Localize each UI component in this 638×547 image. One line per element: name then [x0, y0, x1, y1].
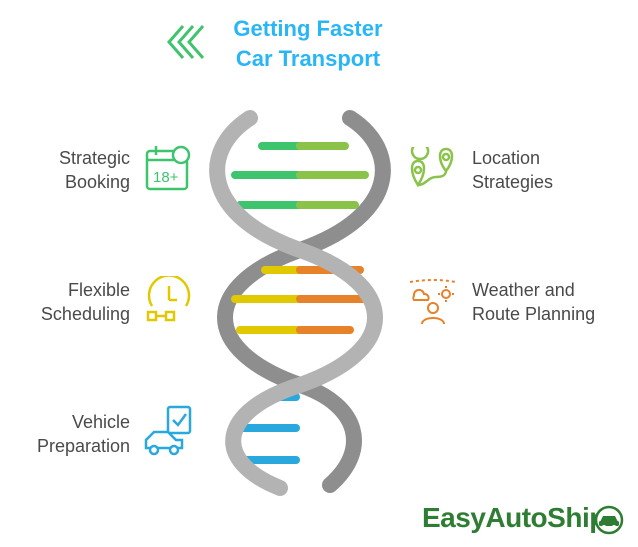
location-strategies-label: Location Strategies: [472, 146, 553, 194]
location-line-2: Strategies: [472, 172, 554, 192]
location-line-1: Location: [472, 148, 541, 168]
title-line-2: Car Transport: [235, 46, 381, 71]
brand-logo: EasyAutoShip: [422, 502, 606, 534]
map-pins-icon: [410, 147, 454, 188]
rungs-booking-location: [231, 142, 369, 209]
svg-text:18+: 18+: [153, 169, 179, 186]
booking-line-1: Strategic: [58, 148, 130, 168]
weather-person-icon: [409, 279, 457, 325]
vehicle-line-1: Vehicle: [71, 412, 130, 432]
booking-line-2: Booking: [64, 172, 130, 192]
brand-part-2: Auto: [485, 502, 548, 533]
brand-part-1: Easy: [422, 502, 486, 533]
weather-line-1: Weather and: [472, 280, 575, 300]
flexible-line-1: Flexible: [67, 280, 130, 300]
vehicle-preparation-label: Vehicle Preparation: [20, 410, 130, 458]
title-line-1: Getting Faster: [233, 16, 383, 41]
car-checklist-icon: [144, 405, 192, 456]
weather-route-planning-label: Weather and Route Planning: [472, 278, 595, 326]
page-title: Getting Faster Car Transport: [228, 14, 388, 74]
flexible-line-2: Scheduling: [40, 304, 130, 324]
weather-line-2: Route Planning: [472, 304, 596, 324]
vehicle-line-2: Preparation: [36, 436, 130, 456]
calendar-18plus-icon: 18+: [145, 145, 191, 191]
flexible-scheduling-label: Flexible Scheduling: [34, 278, 130, 326]
clock-schedule-icon: [146, 276, 191, 322]
strategic-booking-label: Strategic Booking: [50, 146, 130, 194]
car-logo-icon: [594, 505, 624, 535]
fast-forward-arrows-icon: [167, 25, 205, 59]
